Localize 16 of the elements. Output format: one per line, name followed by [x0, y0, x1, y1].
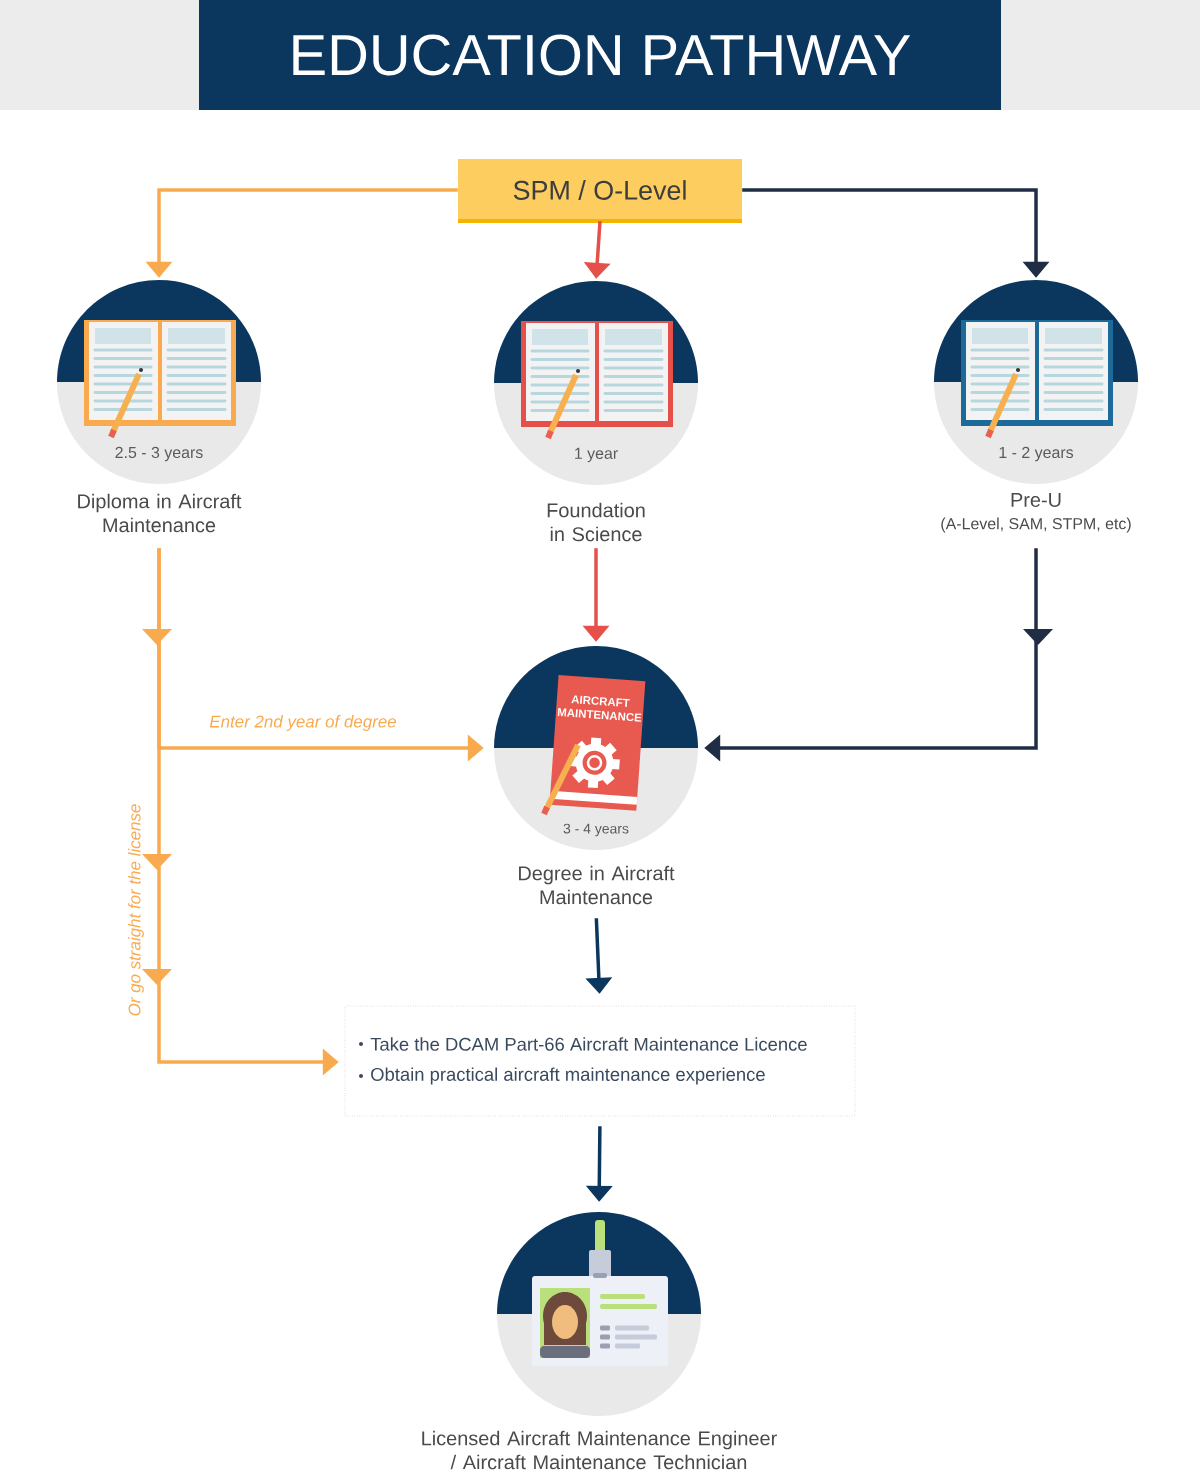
- duration: 3 - 4 years: [563, 823, 629, 837]
- node-label: Degree in Aircraft Maintenance: [519, 865, 675, 905]
- node-label: Licensed Aircraft Maintenance Engineer / Aircraft Maintenance Technician: [422, 1430, 777, 1470]
- node-label: Foundation in Science: [547, 502, 645, 542]
- edge-label: Or go straight for the license: [128, 804, 144, 1016]
- edge-label: Enter 2nd year of degree: [209, 715, 397, 731]
- duration: 1 - 2 years: [999, 446, 1074, 462]
- node-label: Diploma in Aircraft Maintenance: [78, 493, 242, 533]
- duration: 2.5 - 3 years: [115, 446, 203, 462]
- node-label: (A-Level, SAM, STPM, etc): [941, 517, 1131, 533]
- bullet-item: Take the DCAM Part-66 Aircraft Maintenance Licence: [359, 1037, 807, 1051]
- bullet-item: Obtain practical aircraft maintenance experience: [359, 1067, 765, 1085]
- node-label: Pre-U: [1011, 493, 1061, 507]
- title-banner: EDUCATION PATHWAY: [0, 0, 1200, 110]
- duration: 1 year: [575, 447, 618, 463]
- start-box: SPM / O-Level: [458, 159, 742, 223]
